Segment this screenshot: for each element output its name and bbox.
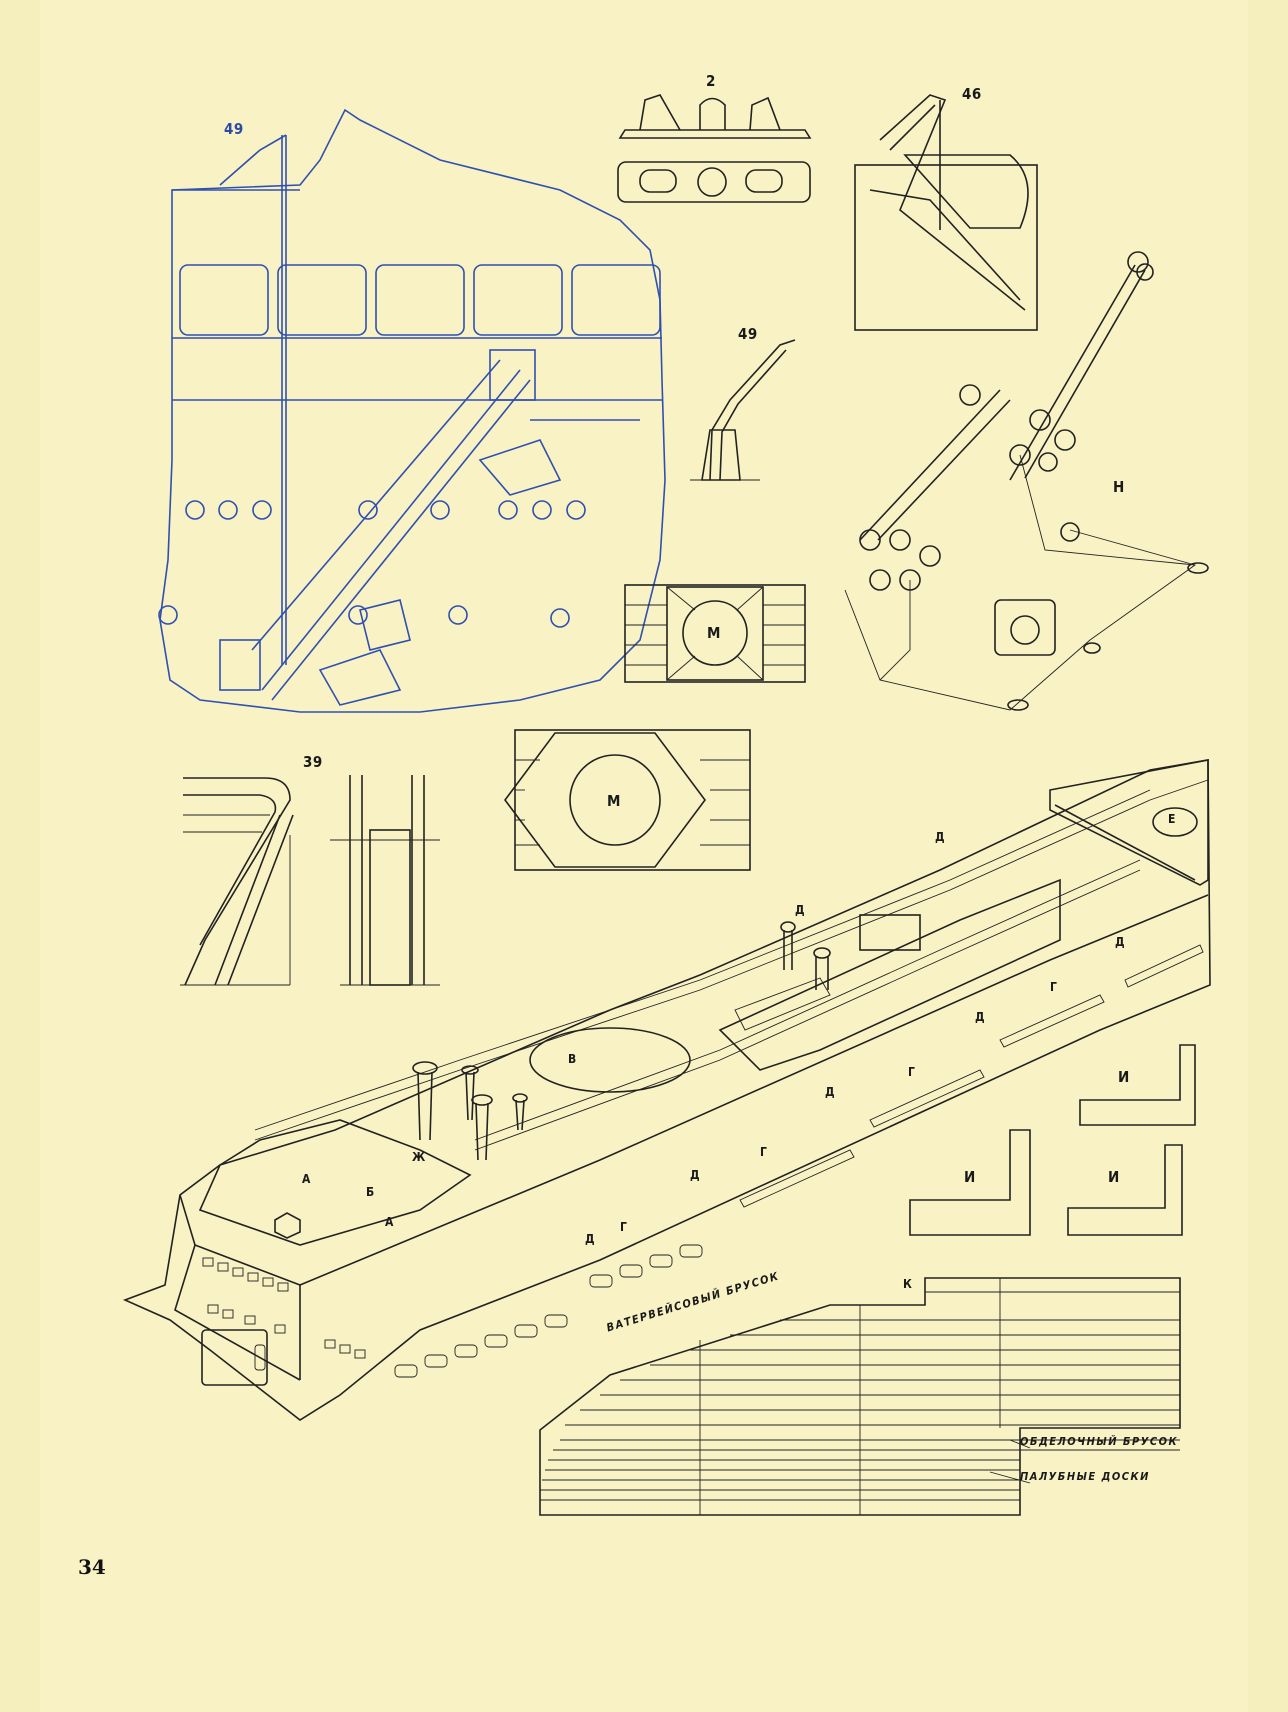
figure-label-2: 2 — [706, 72, 716, 90]
figure-label-i-1: И — [1118, 1068, 1130, 1086]
figure-label-49-main: 49 — [224, 120, 244, 138]
fig-49-small-davit — [690, 339, 796, 481]
ship-letter: Б — [366, 1185, 375, 1199]
ship-letter: А — [302, 1172, 311, 1186]
ship-letter: Д — [795, 903, 806, 917]
figure-label-h: Н — [1113, 478, 1125, 496]
fig-39-ladders — [180, 775, 440, 986]
figure-label-49-small: 49 — [738, 325, 758, 343]
ship-letter: Д — [1115, 935, 1126, 949]
ship-label-e: Е — [1168, 812, 1176, 826]
caption-deck-boards: ПАЛУБНЫЕ ДОСКИ — [1020, 1470, 1150, 1483]
fig-2-bollard — [617, 94, 812, 203]
ship-letter: Г — [760, 1145, 768, 1159]
caption-trim-bar: ОБДЕЛОЧНЫЙ БРУСОК — [1020, 1435, 1179, 1448]
ship-letter: Д — [975, 1010, 986, 1024]
ship-letter: Д — [585, 1232, 596, 1246]
page-number: 34 — [78, 1555, 106, 1579]
ship-letter: Г — [908, 1065, 916, 1079]
ship-letter: Д — [935, 830, 946, 844]
ship-letter: А — [385, 1215, 394, 1229]
figure-label-m-bottom: М — [607, 792, 621, 810]
figure-label-39: 39 — [303, 753, 323, 771]
ship-letter: Ж — [412, 1150, 426, 1164]
figure-label-i-2: И — [964, 1168, 976, 1186]
fig-i-brackets — [909, 1044, 1196, 1236]
figure-label-46: 46 — [962, 85, 982, 103]
ship-isometric-view — [122, 759, 1211, 1421]
ship-label-v: В — [568, 1052, 577, 1066]
figure-label-k: К — [903, 1277, 913, 1291]
ship-letter: Д — [690, 1168, 701, 1182]
paper-sheet — [40, 0, 1248, 1712]
fig-49-hull-side-view — [158, 108, 666, 713]
ship-letter: Д — [825, 1085, 836, 1099]
ship-letter: Г — [1050, 980, 1058, 994]
figure-label-i-3: И — [1108, 1168, 1120, 1186]
figure-label-m-top: М — [707, 624, 721, 642]
fig-m-hatch-bottom — [504, 729, 751, 871]
ship-letter: Г — [620, 1220, 628, 1234]
fig-46-davit — [854, 94, 1038, 331]
fig-k-deck-planking — [539, 1277, 1181, 1516]
fig-m-hatch-top — [624, 584, 806, 683]
fig-h-rigging — [844, 251, 1209, 711]
